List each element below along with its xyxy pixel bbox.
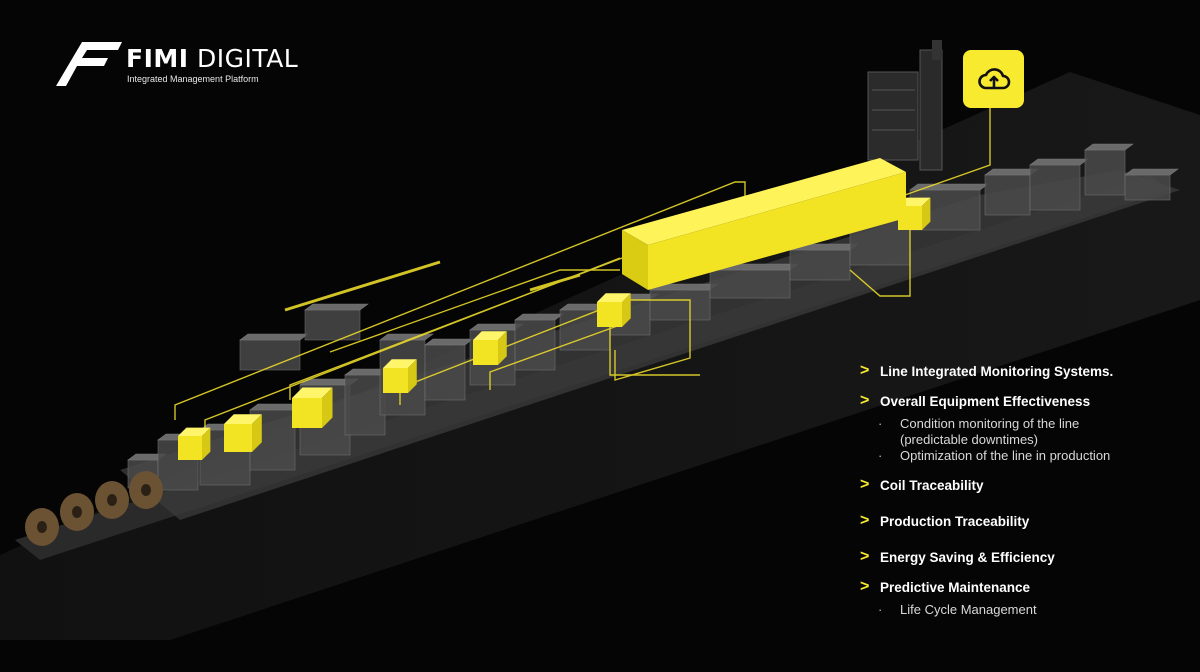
feature-item: > Predictive Maintenance xyxy=(860,578,1190,596)
bullet-icon: · xyxy=(878,448,883,463)
sensor-cube xyxy=(178,427,211,460)
machine-unit xyxy=(709,269,791,299)
machine-unit xyxy=(984,174,1031,216)
sensor-boxes xyxy=(178,197,931,460)
feature-list: > Line Integrated Monitoring Systems. > Ove… xyxy=(860,362,1190,618)
feature-label: Overall Equipment Effectiveness xyxy=(880,393,1091,409)
sensor-cube xyxy=(597,293,631,327)
feature-subitems: · Life Cycle Management xyxy=(860,602,1190,618)
feature-subitem-text: Life Cycle Management xyxy=(900,602,1037,617)
feature-subitem-text: (predictable downtimes) xyxy=(900,432,1039,447)
exhaust-tower xyxy=(867,40,943,171)
steel-coils xyxy=(25,471,163,546)
fimi-f-logo-icon xyxy=(56,42,122,86)
feature-subitem: · Life Cycle Management xyxy=(860,602,1190,618)
machine-unit xyxy=(1084,149,1126,196)
bullet-icon: · xyxy=(878,416,883,431)
feature-subitem: · Optimization of the line in production xyxy=(860,448,1190,464)
machine-unit xyxy=(789,249,851,281)
feature-label: Production Traceability xyxy=(880,513,1030,529)
feature-label: Energy Saving & Efficiency xyxy=(880,549,1055,565)
feature-subitem: · Condition monitoring of the line xyxy=(860,416,1190,432)
machine-unit xyxy=(1124,174,1171,201)
sensor-cube xyxy=(224,414,262,452)
central-data-block xyxy=(622,158,906,290)
bullet-icon xyxy=(878,432,900,448)
brand-title-fimi: FIMI xyxy=(126,44,189,73)
machine-unit xyxy=(1029,164,1081,211)
feature-label: Predictive Maintenance xyxy=(880,579,1031,595)
machine-unit xyxy=(239,339,301,371)
feature-item: > Line Integrated Monitoring Systems. xyxy=(860,362,1190,380)
chevron-right-icon: > xyxy=(860,476,870,493)
feature-subitem-text: Optimization of the line in production xyxy=(900,448,1111,463)
machine-unit-top xyxy=(424,338,474,346)
machine-unit-top xyxy=(1029,158,1089,166)
feature-item: > Energy Saving & Efficiency xyxy=(860,548,1190,566)
machine-unit-top xyxy=(1124,168,1179,176)
feature-label: Line Integrated Monitoring Systems. xyxy=(880,363,1114,379)
machine-unit-top xyxy=(514,313,564,321)
chevron-right-icon: > xyxy=(860,392,870,409)
chevron-right-icon: > xyxy=(860,512,870,529)
chevron-right-icon: > xyxy=(860,548,870,565)
machine-unit xyxy=(424,344,466,401)
brand-subtitle: Integrated Management Platform xyxy=(127,74,259,84)
feature-subitem-text: Condition monitoring of the line xyxy=(900,416,1080,431)
machine-unit xyxy=(649,289,711,321)
sensor-cube xyxy=(383,359,417,393)
sensor-cube xyxy=(473,331,507,365)
feature-subitem: (predictable downtimes) xyxy=(860,432,1190,448)
machine-unit xyxy=(514,319,556,371)
brand-title: FIMI DIGITAL xyxy=(126,44,298,73)
feature-label: Coil Traceability xyxy=(880,477,984,493)
bullet-icon: · xyxy=(878,602,883,617)
cloud-upload-icon xyxy=(977,68,1010,90)
chevron-right-icon: > xyxy=(860,362,870,379)
chevron-right-icon: > xyxy=(860,578,870,595)
feature-item: > Overall Equipment Effectiveness xyxy=(860,392,1190,410)
cloud-upload-button[interactable] xyxy=(963,50,1024,108)
machine-unit-top xyxy=(379,333,434,341)
machine-unit-top xyxy=(304,303,369,311)
machine-unit xyxy=(304,309,361,341)
machine-unit-top xyxy=(1084,143,1134,151)
data-connection-lines xyxy=(174,108,991,437)
brand-logo: FIMI DIGITAL Integrated Management Platf… xyxy=(56,40,298,90)
brand-title-digital: DIGITAL xyxy=(188,44,299,73)
feature-item: > Production Traceability xyxy=(860,512,1190,530)
feature-subitems: · Condition monitoring of the line(predic… xyxy=(860,416,1190,464)
sensor-cube xyxy=(292,387,333,428)
machine-unit-top xyxy=(239,333,309,341)
machine-unit xyxy=(344,374,386,436)
feature-item: > Coil Traceability xyxy=(860,476,1190,494)
